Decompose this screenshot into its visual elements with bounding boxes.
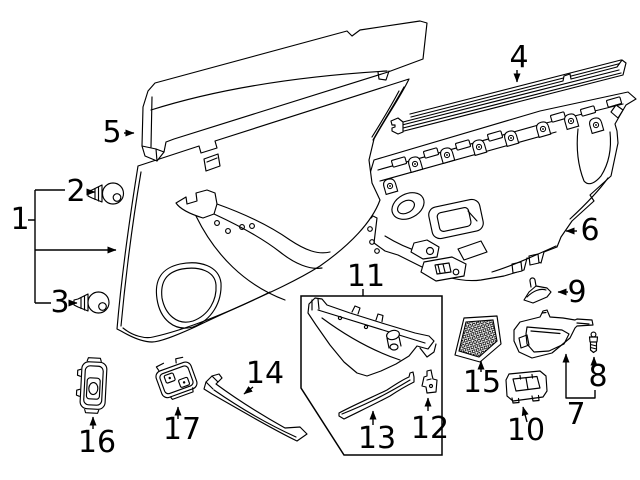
callout-label-5: 5 xyxy=(102,115,122,150)
callout-label-7: 7 xyxy=(566,397,586,432)
part-lock-switch xyxy=(152,355,199,402)
part-inside-handle xyxy=(514,310,593,358)
part-door-inner-panel xyxy=(366,92,636,281)
part-speaker-grille xyxy=(455,316,501,362)
callout-label-15: 15 xyxy=(462,365,502,400)
callout-label-11: 11 xyxy=(346,259,386,294)
part-screw xyxy=(590,332,598,352)
callout-label-3: 3 xyxy=(50,285,70,320)
callout-label-4: 4 xyxy=(509,40,529,75)
callout-label-6: 6 xyxy=(580,213,600,248)
callout-label-13: 13 xyxy=(357,421,397,456)
callout-label-14: 14 xyxy=(245,356,285,391)
part-switch-bezel xyxy=(506,371,547,403)
arrow-part-14 xyxy=(244,386,253,394)
bracket-part-1 xyxy=(28,190,65,303)
bracket-part-7 xyxy=(562,353,595,398)
part-window-switch xyxy=(76,357,108,413)
part-upper-trim-strip xyxy=(142,21,427,161)
callout-label-1: 1 xyxy=(10,202,30,237)
part-armrest-bracket xyxy=(308,298,436,376)
callout-label-2: 2 xyxy=(66,174,86,209)
callout-label-16: 16 xyxy=(77,425,117,460)
callout-label-8: 8 xyxy=(588,359,608,394)
part-handle-cap xyxy=(524,278,551,303)
part-belt-weatherstrip xyxy=(391,60,626,134)
part-clip-lower xyxy=(74,292,109,313)
part-clip-12 xyxy=(422,370,437,393)
part-pillar-trim xyxy=(204,374,307,441)
callout-label-10: 10 xyxy=(506,413,546,448)
part-trim-strip-13 xyxy=(339,372,414,419)
part-door-trim-panel xyxy=(117,79,409,342)
callout-label-17: 17 xyxy=(162,412,202,447)
callout-label-9: 9 xyxy=(567,275,587,310)
callout-label-12: 12 xyxy=(410,411,450,446)
arrow-part-10 xyxy=(521,406,529,422)
callout-leader-lines xyxy=(28,70,598,429)
part-clip-upper xyxy=(88,183,124,204)
